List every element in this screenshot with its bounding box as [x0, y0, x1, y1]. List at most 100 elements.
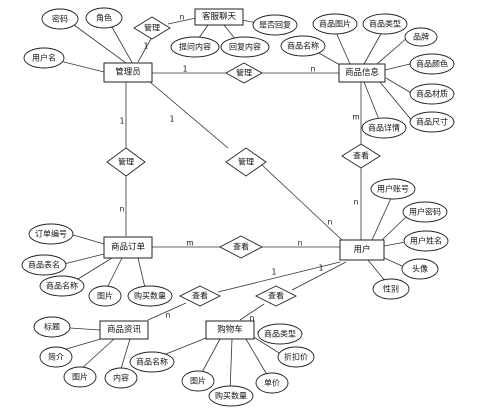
attr-product-name-label: 商品名称 — [287, 41, 319, 51]
relationship-admin-chat: 管理 — [133, 16, 171, 40]
attr-news-image: 图片 — [63, 366, 97, 388]
card-product-user-m: m — [352, 113, 359, 122]
attr-product-material-label: 商品材质 — [416, 89, 448, 99]
entity-order-label: 商品订单 — [111, 242, 146, 253]
attr-user-account-label: 用户账号 — [377, 184, 409, 194]
attr-product-brand: 品牌 — [404, 27, 438, 47]
entity-product: 商品信息 — [338, 63, 386, 83]
relationship-order-user-label: 查看 — [233, 242, 249, 252]
attr-order-quantity: 购买数量 — [127, 285, 173, 307]
attr-order-number-label: 订单编号 — [35, 229, 67, 239]
relationship-admin-user-label: 管理 — [238, 157, 254, 167]
relationship-admin-chat-label: 管理 — [144, 23, 160, 33]
card-product-user-n: n — [354, 198, 359, 207]
attr-product-color-label: 商品颜色 — [416, 59, 448, 69]
relationship-user-cart-label: 查看 — [268, 291, 284, 301]
entity-order: 商品订单 — [103, 236, 153, 259]
entity-user-label: 用户 — [353, 244, 370, 255]
attr-user-name-label: 用户姓名 — [410, 236, 442, 246]
attr-cart-product-name-label: 商品名称 — [136, 357, 168, 367]
card-user-news-n: n — [166, 311, 171, 320]
card-admin-order-1: 1 — [120, 117, 125, 126]
relationship-user-news-label: 查看 — [192, 291, 208, 301]
attr-product-image: 商品图片 — [312, 13, 358, 35]
attr-product-brand-label: 品牌 — [413, 32, 429, 42]
attr-user-gender-label: 性别 — [383, 284, 399, 294]
attr-order-product-name-label: 商品名称 — [46, 281, 78, 291]
attr-order-image: 图片 — [88, 285, 122, 307]
card-admin-chat-n: n — [180, 13, 185, 22]
attr-product-type-label: 商品类型 — [369, 19, 401, 29]
attr-product-type: 商品类型 — [362, 13, 408, 35]
attr-cart-type: 商品类型 — [257, 323, 303, 345]
relationship-user-cart: 查看 — [254, 285, 298, 307]
attr-user-avatar-label: 头像 — [412, 264, 428, 274]
relationship-admin-order: 管理 — [106, 147, 146, 177]
attr-order-quantity-label: 购买数量 — [134, 291, 166, 301]
attr-chat-replied-label: 是否回复 — [259, 20, 291, 30]
attr-cart-product-name: 商品名称 — [129, 351, 175, 373]
attr-admin-username: 用户名 — [23, 47, 65, 69]
connector-lines — [55, 17, 414, 393]
entity-news: 商品资讯 — [99, 320, 149, 340]
attr-chat-question: 提问内容 — [170, 36, 220, 58]
attr-order-table-label: 商品表名 — [28, 260, 60, 270]
entity-chat-label: 客服聊天 — [202, 11, 237, 22]
attr-cart-unit-price: 单价 — [255, 372, 289, 394]
attr-product-detail: 商品详情 — [361, 117, 407, 139]
relationship-admin-product: 管理 — [225, 62, 263, 84]
attr-news-content-label: 内容 — [113, 373, 129, 383]
entity-user: 用户 — [339, 239, 385, 261]
attr-user-gender: 性别 — [372, 278, 410, 300]
relationship-user-news: 查看 — [178, 285, 222, 307]
attr-news-image-label: 图片 — [72, 372, 88, 382]
attr-product-name: 商品名称 — [280, 35, 326, 57]
attr-chat-question-label: 提问内容 — [179, 42, 211, 52]
attr-user-password-label: 用户密码 — [409, 207, 441, 217]
attr-product-size: 商品尺寸 — [409, 111, 455, 133]
attr-order-image-label: 图片 — [97, 291, 113, 301]
attr-cart-discount-label: 折扣价 — [284, 352, 308, 362]
attr-admin-role: 角色 — [85, 7, 123, 29]
entity-chat: 客服聊天 — [194, 8, 244, 26]
card-admin-user-1: 1 — [170, 115, 175, 124]
relationship-order-user: 查看 — [219, 235, 263, 259]
attr-admin-password: 密码 — [41, 8, 79, 30]
cardinality-labels: 1 n 1 n 1 n 1 n m n m n 1 n 1 n — [120, 13, 360, 323]
card-admin-order-n: n — [120, 205, 125, 214]
card-admin-product-n: n — [311, 65, 316, 74]
attr-chat-replied: 是否回复 — [252, 14, 298, 36]
relationship-product-user: 查看 — [341, 143, 381, 169]
card-admin-product-1: 1 — [183, 65, 188, 74]
entity-news-label: 商品资讯 — [107, 324, 142, 335]
attr-order-number: 订单编号 — [28, 223, 74, 245]
card-order-user-n: n — [298, 239, 303, 248]
entity-admin: 管理员 — [103, 62, 153, 83]
attr-admin-username-label: 用户名 — [32, 53, 56, 63]
card-user-cart-n: n — [250, 314, 255, 323]
attr-news-intro-label: 简介 — [48, 352, 64, 362]
card-user-cart-1: 1 — [319, 264, 324, 273]
attr-order-table: 商品表名 — [21, 254, 67, 276]
card-order-user-m: m — [186, 239, 193, 248]
attr-admin-password-label: 密码 — [52, 14, 68, 24]
attr-user-name: 用户姓名 — [403, 230, 449, 252]
attr-order-product-name: 商品名称 — [39, 275, 85, 297]
relationship-admin-product-label: 管理 — [236, 68, 252, 78]
attr-cart-discount: 折扣价 — [277, 346, 315, 368]
attr-news-title-label: 标题 — [44, 322, 60, 332]
attr-product-detail-label: 商品详情 — [368, 123, 400, 133]
attr-cart-unit-price-label: 单价 — [264, 378, 280, 388]
relationship-admin-user: 管理 — [225, 147, 267, 177]
attr-user-password: 用户密码 — [402, 201, 448, 223]
attr-product-size-label: 商品尺寸 — [416, 117, 448, 127]
attr-news-content: 内容 — [104, 367, 138, 389]
card-user-news-1: 1 — [272, 268, 277, 277]
attr-cart-quantity: 购买数量 — [208, 385, 254, 407]
attr-product-color: 商品颜色 — [409, 53, 455, 75]
attr-user-account: 用户账号 — [370, 178, 416, 200]
relationship-product-user-label: 查看 — [353, 151, 369, 161]
attr-admin-role-label: 角色 — [96, 13, 112, 23]
attr-news-intro: 简介 — [39, 346, 73, 368]
